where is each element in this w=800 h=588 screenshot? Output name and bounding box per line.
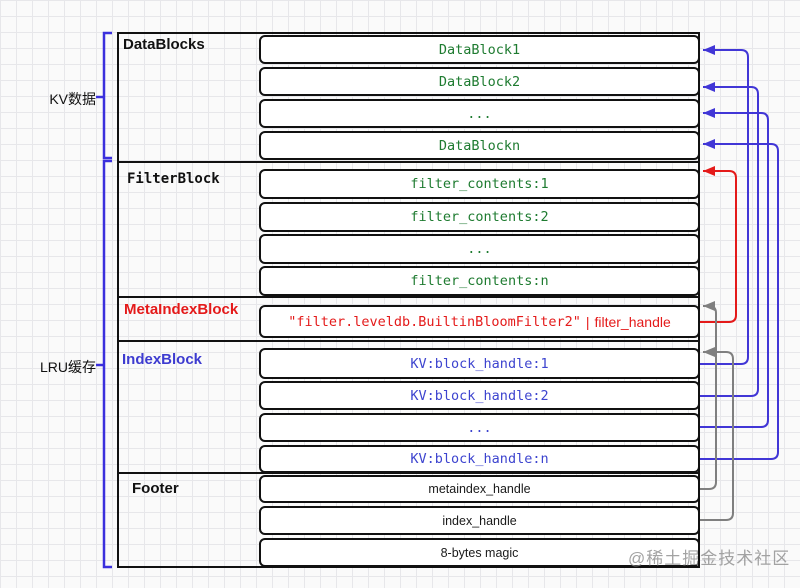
section-label-indexblock: IndexBlock: [122, 351, 203, 368]
datablock2-row: DataBlock2: [259, 67, 700, 96]
arrow-filterhandle-to-filtercontents: [700, 166, 737, 323]
section-label-filterblock: FilterBlock: [127, 171, 220, 187]
divider-metaindexblock-indexblock: [117, 340, 700, 342]
kv-block-handle-1-row: KV:block_handle:1: [259, 348, 700, 379]
juejin-watermark: @稀土掘金技术社区: [628, 549, 791, 568]
indexblock-ellipsis-row: ...: [259, 413, 700, 442]
filter-contents-n-row: filter_contents:n: [259, 266, 700, 296]
section-label-metaindexblock: MetaIndexBlock: [124, 301, 239, 318]
bloom-filter-name-text: "filter.leveldb.BuiltinBloomFilter2": [288, 313, 581, 330]
kv-block-handle-n-row: KV:block_handle:n: [259, 445, 700, 473]
datablocks-ellipsis-row: ...: [259, 99, 700, 128]
divider-datablocks-filterblock: [117, 161, 700, 163]
kv-data-bracket: [102, 31, 112, 160]
lru-cache-bracket: [102, 159, 112, 569]
divider-indexblock-footer: [117, 472, 700, 474]
section-label-datablocks: DataBlocks: [123, 36, 205, 53]
metaindexblock-row: "filter.leveldb.BuiltinBloomFilter2" | f…: [259, 305, 700, 338]
divider-filterblock-metaindexblock: [117, 296, 700, 298]
arrow-handle2-to-datablock2: [700, 82, 759, 397]
metaindex-handle-row: metaindex_handle: [259, 475, 700, 503]
arrow-ellipsis-to-ellipsis: [700, 108, 769, 428]
pipe-separator: |: [585, 313, 590, 330]
datablockn-row: DataBlockn: [259, 131, 700, 160]
arrow-indexhandle-to-indexblock: [700, 347, 734, 521]
arrow-handlen-to-datablockn: [700, 139, 779, 460]
kv-data-label: KV数据: [49, 91, 96, 107]
index-handle-row: index_handle: [259, 506, 700, 535]
arrow-metaindexhandle-to-metaindexblock: [700, 301, 717, 490]
filter-contents-2-row: filter_contents:2: [259, 202, 700, 232]
table-outline: [117, 32, 700, 568]
filter-contents-1-row: filter_contents:1: [259, 169, 700, 199]
section-label-footer: Footer: [132, 480, 179, 497]
kv-block-handle-2-row: KV:block_handle:2: [259, 381, 700, 410]
8-bytes-magic-row: 8-bytes magic: [259, 538, 700, 567]
filter-handle-text: filter_handle: [594, 313, 671, 330]
lru-cache-label: LRU缓存: [39, 359, 96, 375]
filterblock-ellipsis-row: ...: [259, 234, 700, 264]
datablock1-row: DataBlock1: [259, 35, 700, 64]
arrow-handle1-to-datablock1: [700, 45, 749, 365]
